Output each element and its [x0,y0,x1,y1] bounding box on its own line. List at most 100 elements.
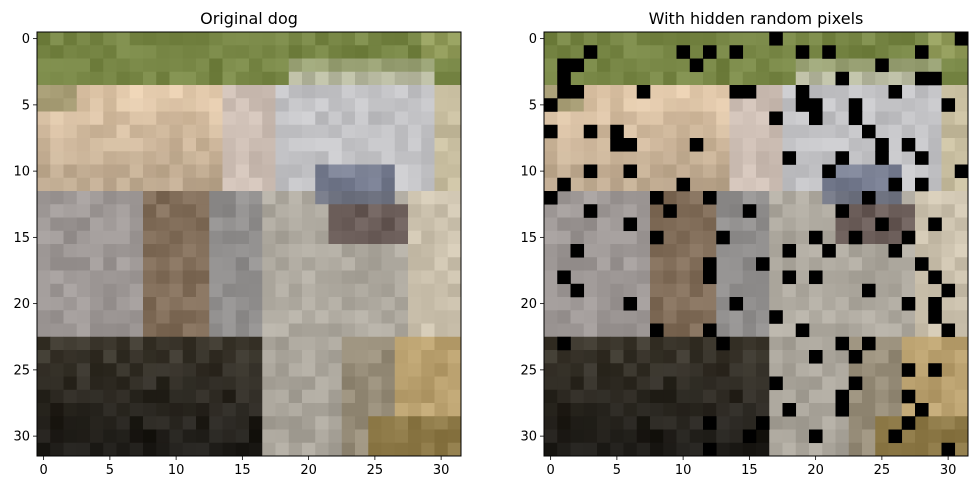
image-pixel [610,85,624,99]
image-pixel [302,336,316,351]
image-pixel [235,111,250,126]
image-pixel [769,217,783,232]
image-pixel [235,323,250,338]
image-pixel [302,376,316,391]
image-pixel [116,45,131,59]
image-pixel [169,389,184,404]
image-pixel [116,177,131,192]
image-pixel [129,71,144,86]
image-pixel [928,283,942,298]
image-pixel [663,297,677,311]
image-pixel [408,429,422,444]
image-pixel [848,270,863,285]
image-pixel [156,204,170,218]
image-pixel [209,111,223,126]
image-pixel [570,204,585,218]
image-pixel [275,138,290,152]
image-pixel [76,204,91,218]
image-pixel [636,403,651,417]
image-pixel [302,191,316,205]
image-pixel [650,71,664,86]
image-pixel [901,177,916,192]
image-pixel [222,58,237,73]
image-pixel [822,363,836,377]
image-pixel [544,204,558,218]
image-pixel [570,323,585,338]
image-pixel [209,138,223,152]
image-pixel [63,177,78,192]
image-pixel [368,164,382,179]
image-pixel [434,111,449,126]
image-pixel [447,98,462,112]
masked-pixel [928,270,942,285]
image-pixel [368,58,382,73]
image-pixel [716,151,730,165]
image-pixel [689,71,704,86]
image-pixel [848,429,863,444]
image-pixel [249,58,263,73]
image-pixel [235,151,250,165]
image-pixel [434,217,449,232]
image-pixel [169,71,184,86]
image-pixel [209,350,223,364]
masked-pixel [901,230,916,245]
image-pixel [196,32,210,46]
image-pixel [275,283,290,298]
image-pixel [742,244,757,258]
image-pixel [447,217,462,232]
masked-pixel [848,376,863,391]
image-pixel [235,45,250,59]
image-pixel [249,177,263,192]
image-pixel [954,244,969,258]
image-pixel [941,111,956,126]
image-pixel [143,442,157,457]
image-pixel [901,217,916,232]
image-pixel [716,257,730,271]
image-pixel [421,363,435,377]
image-pixel [623,244,638,258]
image-pixel [328,297,343,311]
image-pixel [610,217,624,232]
image-pixel [570,336,585,351]
image-pixel [262,376,276,391]
image-pixel [742,389,757,404]
image-pixel [663,336,677,351]
image-pixel [835,376,850,391]
image-pixel [116,403,131,417]
image-pixel [76,429,91,444]
image-pixel [182,124,197,139]
image-pixel [954,297,969,311]
image-pixel [862,138,876,152]
image-pixel [795,257,810,271]
masked-pixel [809,429,823,444]
image-pixel [50,403,64,417]
image-pixel [103,323,117,338]
image-pixel [249,310,263,324]
image-pixel [447,363,462,377]
image-pixel [623,336,638,351]
image-pixel [623,403,638,417]
image-pixel [394,442,409,457]
image-pixel [156,376,170,391]
image-pixel [835,58,850,73]
image-pixel [275,416,290,430]
image-pixel [315,363,329,377]
image-pixel [275,58,290,73]
image-pixel [156,323,170,338]
image-pixel [928,191,942,205]
image-pixel [129,429,144,444]
image-pixel [129,98,144,112]
image-pixel [143,403,157,417]
image-pixel [756,363,770,377]
image-pixel [676,283,691,298]
image-pixel [570,98,585,112]
image-pixel [782,98,797,112]
image-pixel [169,416,184,430]
image-pixel [288,230,303,245]
image-pixel [822,283,836,298]
image-pixel [302,98,316,112]
image-pixel [583,32,598,46]
image-pixel [875,429,889,444]
image-pixel [689,230,704,245]
image-pixel [328,177,343,192]
